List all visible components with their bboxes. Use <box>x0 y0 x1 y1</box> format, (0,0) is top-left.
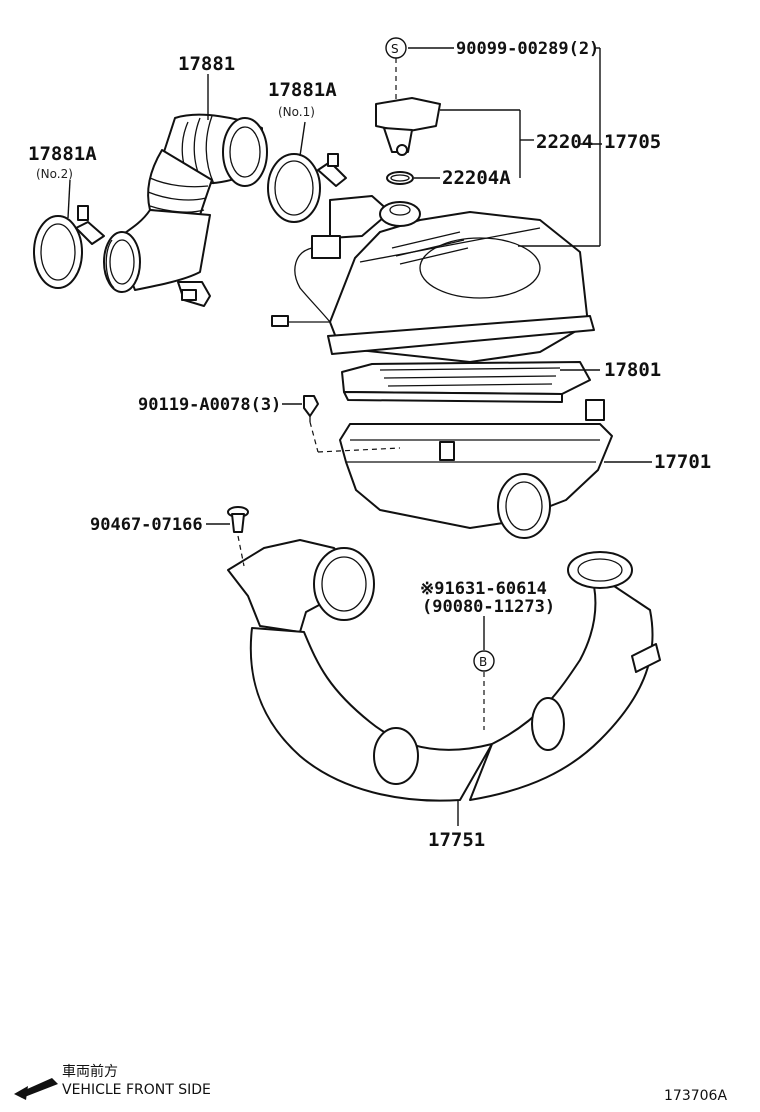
footer: 車両前方 VEHICLE FRONT SIDE 173706A <box>14 1063 727 1104</box>
label-90099: 90099-00289(2) <box>456 39 599 59</box>
label-90080: (90080-11273) <box>422 597 555 617</box>
label-17801: 17801 <box>604 359 661 381</box>
marker-s-icon <box>385 37 407 59</box>
label-17705: 17705 <box>604 131 661 153</box>
intake-hose-17881[interactable] <box>103 113 268 307</box>
label-17881A-no1-sub: (No.1) <box>278 105 315 119</box>
label-90467: 90467-07166 <box>90 515 203 535</box>
leader-lines <box>67 47 652 826</box>
label-17881A-no2: 17881A <box>28 143 97 165</box>
hose-clamp-no2-17881A[interactable] <box>33 205 105 289</box>
label-22204A: 22204A <box>442 167 511 189</box>
front-side-en-label: VEHICLE FRONT SIDE <box>62 1082 211 1098</box>
o-ring-22204A[interactable] <box>386 171 414 185</box>
label-90119: 90119-A0078(3) <box>138 395 281 415</box>
label-17881: 17881 <box>178 53 235 75</box>
screw-90119[interactable] <box>303 395 319 422</box>
label-91631: ※91631-60614 <box>420 579 547 599</box>
air-inlet-duct-17751[interactable] <box>227 539 661 802</box>
marker-b-icon <box>473 650 495 672</box>
label-22204: 22204 <box>536 131 593 153</box>
air-cleaner-cap-17705[interactable] <box>271 195 595 363</box>
label-17881A-no2-sub: (No.2) <box>36 167 73 181</box>
diagram-code: 173706A <box>664 1088 727 1104</box>
hose-clamp-no1-17881A[interactable] <box>267 153 347 223</box>
label-17881A-no1: 17881A <box>268 79 337 101</box>
air-cleaner-case-17701[interactable] <box>339 399 613 539</box>
air-filter-element-17801[interactable] <box>341 361 591 403</box>
arrow-head-icon <box>14 1086 28 1100</box>
marker-b-text: B <box>479 655 487 669</box>
label-17751: 17751 <box>428 829 485 851</box>
clip-90467[interactable] <box>227 506 249 533</box>
front-side-jp-label: 車両前方 <box>62 1063 118 1080</box>
part-labels: 17881 17881A (No.1) 17881A (No.2) S 9009… <box>28 37 711 851</box>
label-17701: 17701 <box>654 451 711 473</box>
marker-s-text: S <box>391 42 399 56</box>
air-flow-meter-22204[interactable] <box>375 97 441 156</box>
